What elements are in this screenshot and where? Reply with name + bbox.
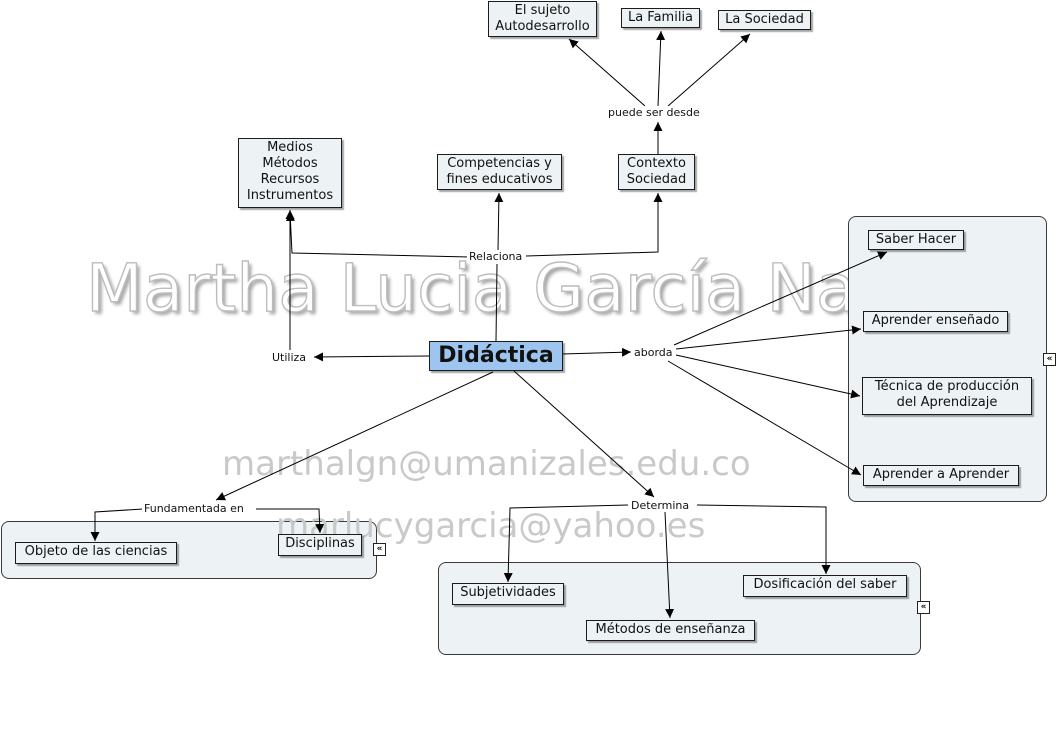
concept-medios[interactable]: Medios Métodos Recursos Instrumentos [238,138,342,208]
link-didactica-relaciona [495,263,498,342]
concept-disciplinas[interactable]: Disciplinas [278,534,362,556]
link-label-relaciona: Relaciona [467,250,525,263]
link-didactica-aborda [561,347,632,357]
concept-aprender-ensenado[interactable]: Aprender enseñado [863,311,1008,332]
link-puede-sociedad [667,33,751,107]
link-aborda-saberhacer [673,251,888,346]
link-fundamentada-objeto [90,508,144,541]
link-determina-metodos [664,511,675,619]
concept-sujeto[interactable]: El sujeto Autodesarrollo [488,1,597,37]
link-determina-subjetividades [503,504,629,583]
link-relaciona-contexto [525,193,663,257]
collapse-toggle-aborda-icon[interactable]: « [1043,353,1056,366]
collapse-toggle-fundamentada-icon[interactable]: « [373,543,386,556]
concept-contexto[interactable]: Contexto Sociedad [618,154,695,190]
link-didactica-determina [513,370,655,498]
link-label-aborda: aborda [632,346,675,359]
link-label-fundamentada-en: Fundamentada en [142,502,246,515]
link-fundamentada-disciplinas [256,508,325,534]
link-aborda-ensenado [675,325,862,350]
concept-didactica[interactable]: Didáctica [429,341,563,371]
concept-objeto[interactable]: Objeto de las ciencias [15,542,177,564]
concept-saber-hacer[interactable]: Saber Hacer [868,230,964,250]
link-relaciona-competencias [494,192,504,251]
collapse-toggle-determina-icon[interactable]: « [917,601,930,614]
concept-dosificacion[interactable]: Dosificación del saber [743,575,907,597]
link-aborda-aprender [667,360,862,476]
link-label-determina: Determina [629,499,692,512]
concept-competencias[interactable]: Competencias y fines educativos [437,154,562,190]
concept-familia[interactable]: La Familia [621,8,700,28]
link-didactica-utiliza [313,352,431,362]
link-didactica-fundamentada [215,371,494,501]
link-label-puede-ser-desde: puede ser desde [606,106,702,119]
concept-tecnica[interactable]: Técnica de producción del Aprendizaje [862,377,1032,415]
concept-subjetividades[interactable]: Subjetividades [452,583,564,605]
link-determina-dosificacion [696,504,831,574]
link-label-utiliza: Utiliza [270,351,309,364]
link-puede-familia [656,30,666,107]
concept-sociedad[interactable]: La Sociedad [718,10,811,30]
link-relaciona-medios [285,211,471,258]
link-aborda-tecnica [675,354,861,399]
link-puede-sujeto [568,38,646,107]
concept-aprender-aprender[interactable]: Aprender a Aprender [863,465,1019,486]
concept-metodos-ensenanza[interactable]: Métodos de enseñanza [586,620,755,641]
